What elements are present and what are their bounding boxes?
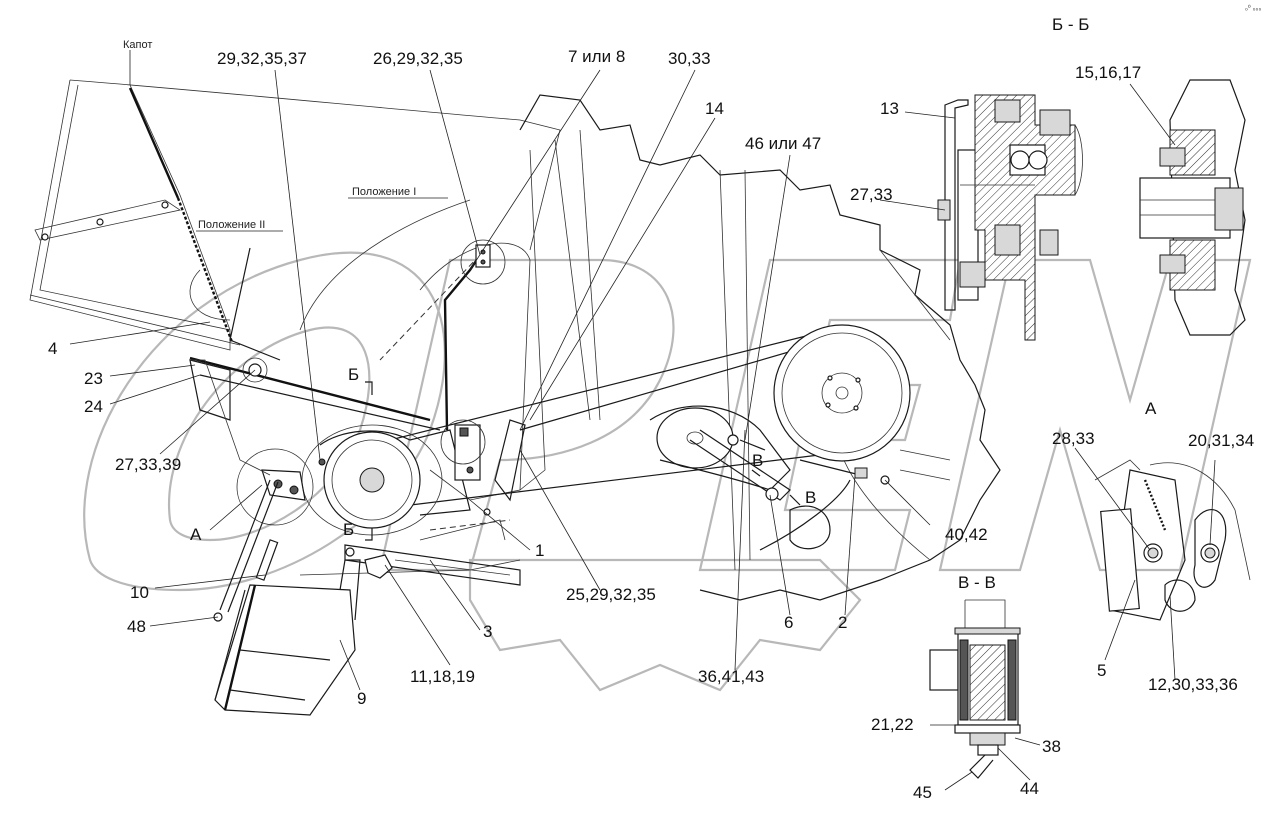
callout-6: 6 xyxy=(784,613,793,632)
callout-14: 14 xyxy=(705,99,724,118)
callout-15-16-17: 15,16,17 xyxy=(1075,63,1141,82)
callout-46-or-47: 46 или 47 xyxy=(745,134,821,153)
cut-mark-v-bottom: В xyxy=(805,488,816,507)
section-vv xyxy=(929,599,1021,779)
callout-23: 23 xyxy=(84,369,103,388)
callout-10: 10 xyxy=(130,583,149,602)
hopper xyxy=(214,584,356,716)
leader-lines xyxy=(69,50,1216,791)
hood-label: Капот xyxy=(123,39,152,51)
position-2-label: Положение II xyxy=(198,219,265,231)
cut-mark-b-top: Б xyxy=(348,365,359,384)
position-1-label: Положение I xyxy=(352,186,416,198)
large-pulley xyxy=(773,324,911,462)
callout-36-41-43: 36,41,43 xyxy=(698,667,764,686)
callout-11-18-19: 11,18,19 xyxy=(410,667,475,686)
cut-mark-v-top: В xyxy=(752,451,763,470)
detail-a xyxy=(1094,459,1251,621)
callout-4: 4 xyxy=(48,339,57,358)
cut-mark-b-bottom: Б xyxy=(343,520,354,539)
callout-a: А xyxy=(190,525,202,544)
callout-21-22: 21,22 xyxy=(871,715,914,734)
callout-2: 2 xyxy=(838,613,847,632)
callout-30-33: 30,33 xyxy=(668,49,711,68)
callout-5: 5 xyxy=(1097,661,1106,680)
callout-28-33: 28,33 xyxy=(1052,429,1095,448)
drive-assembly xyxy=(189,239,911,716)
detail-a-title: А xyxy=(1145,399,1157,418)
callout-1: 1 xyxy=(535,541,544,560)
machine-body xyxy=(29,79,1001,601)
callout-45: 45 xyxy=(913,783,932,802)
callout-3: 3 xyxy=(483,622,492,641)
labels: Капот Положение I Положение II 29,32,35,… xyxy=(48,4,1261,802)
callout-9: 9 xyxy=(357,689,366,708)
tension-pulley xyxy=(656,407,734,469)
section-bb xyxy=(937,79,1246,341)
callout-25-29-32-35: 25,29,32,35 xyxy=(566,585,656,604)
callout-40-42: 40,42 xyxy=(945,525,988,544)
callout-48: 48 xyxy=(127,617,146,636)
callout-24: 24 xyxy=(84,397,103,416)
callout-44: 44 xyxy=(1020,779,1039,798)
callout-20-31-34: 20,31,34 xyxy=(1188,431,1254,450)
callout-7-or-8: 7 или 8 xyxy=(568,47,625,66)
callout-27-33: 27,33 xyxy=(850,185,893,204)
section-bb-title: Б - Б xyxy=(1052,15,1089,34)
section-vv-title: В - В xyxy=(958,573,996,592)
callout-29-32-35-37: 29,32,35,37 xyxy=(217,49,307,68)
callout-12-30-33-36: 12,30,33,36 xyxy=(1148,675,1238,694)
corner-mark: ₀⁰ ₀₀₀ xyxy=(1245,4,1261,12)
callout-27-33-39: 27,33,39 xyxy=(115,455,181,474)
callout-13: 13 xyxy=(880,99,899,118)
callout-38: 38 xyxy=(1042,737,1061,756)
slotted-bracket xyxy=(344,544,521,586)
callout-26-29-32-35: 26,29,32,35 xyxy=(373,49,463,68)
watermark xyxy=(83,251,1252,692)
